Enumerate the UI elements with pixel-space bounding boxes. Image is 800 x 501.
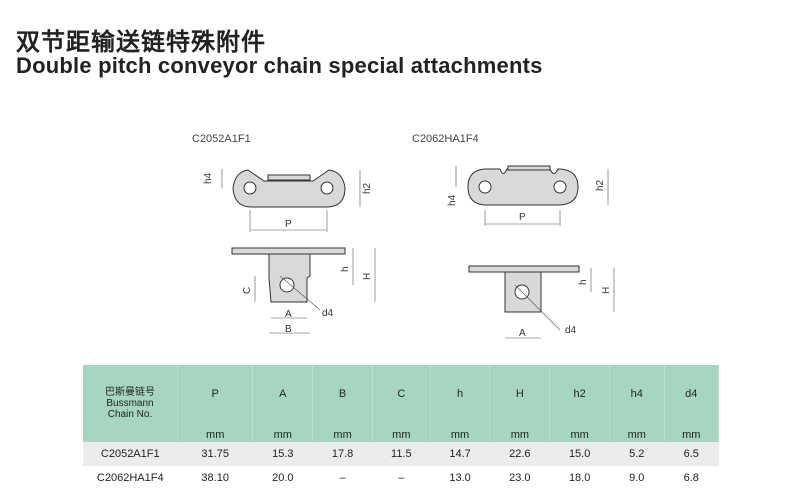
- dimension-lines: [221, 166, 615, 339]
- chain-no-header: 巴斯曼链号 Bussmann Chain No.: [83, 365, 178, 442]
- title-english: Double pitch conveyor chain special atta…: [16, 53, 543, 78]
- svg-text:h2: h2: [595, 179, 606, 191]
- cell: 14.7: [430, 442, 490, 466]
- cell: 31.75: [177, 442, 253, 466]
- svg-text:h4: h4: [447, 194, 458, 206]
- header-en1: Bussmann: [106, 398, 154, 409]
- svg-text:A: A: [519, 328, 526, 339]
- diagram-label-2: C2062HA1F4: [412, 133, 479, 145]
- unit: mm: [609, 423, 665, 442]
- cell: 11.5: [372, 442, 431, 466]
- svg-text:h: h: [340, 266, 351, 272]
- svg-text:h2: h2: [362, 182, 373, 194]
- cell: 17.8: [312, 442, 373, 466]
- svg-text:H: H: [601, 287, 612, 294]
- unit: mm: [252, 423, 314, 442]
- svg-text:h: h: [578, 279, 589, 285]
- cell: 9.0: [609, 466, 664, 490]
- col-header: h: [430, 365, 491, 423]
- col-header: h2: [549, 365, 611, 423]
- unit: mm: [372, 423, 431, 442]
- svg-text:B: B: [285, 324, 292, 335]
- svg-text:d4: d4: [322, 308, 334, 319]
- cell: 23.0: [489, 466, 550, 490]
- cell: 6.5: [664, 442, 719, 466]
- svg-text:H: H: [362, 273, 373, 280]
- svg-text:P: P: [519, 212, 526, 223]
- unit: mm: [549, 423, 611, 442]
- cell: 5.2: [609, 442, 664, 466]
- header-en2: Chain No.: [107, 409, 153, 420]
- drawing-c2052a1f1: [231, 169, 346, 303]
- svg-text:C: C: [242, 287, 253, 294]
- unit: mm: [312, 423, 373, 442]
- title-chinese: 双节距输送链特殊附件: [16, 28, 266, 56]
- col-header: B: [312, 365, 373, 423]
- specifications-table: 巴斯曼链号 Bussmann Chain No. P A B C h H h2 …: [83, 365, 719, 490]
- attachment-drawings: h4 h2 P h H C A B d4 h4 h2 P h H A d4: [203, 165, 615, 339]
- cell: –: [372, 466, 431, 490]
- cell: C2062HA1F4: [83, 466, 178, 490]
- cell: 38.10: [177, 466, 253, 490]
- cell: 15.0: [549, 442, 610, 466]
- svg-text:h4: h4: [203, 172, 214, 184]
- svg-text:d4: d4: [565, 325, 577, 336]
- svg-text:P: P: [285, 219, 292, 230]
- col-header: d4: [664, 365, 719, 423]
- cell: 6.8: [664, 466, 719, 490]
- col-header: A: [252, 365, 314, 423]
- unit: mm: [430, 423, 491, 442]
- unit: mm: [177, 423, 254, 442]
- unit: mm: [489, 423, 551, 442]
- col-header: C: [372, 365, 431, 423]
- unit: mm: [664, 423, 719, 442]
- dimension-labels: h4 h2 P h H C A B d4 h4 h2 P h H A d4: [203, 172, 612, 339]
- cell: –: [312, 466, 373, 490]
- diagram-label-1: C2052A1F1: [192, 133, 251, 145]
- cell: 18.0: [549, 466, 610, 490]
- drawing-c2062ha1f4: [467, 165, 580, 313]
- col-header: P: [177, 365, 254, 423]
- cell: 20.0: [252, 466, 313, 490]
- cell: C2052A1F1: [83, 442, 178, 466]
- header-cn: 巴斯曼链号: [105, 387, 155, 398]
- cell: 13.0: [430, 466, 490, 490]
- col-header: H: [489, 365, 551, 423]
- col-header: h4: [609, 365, 665, 423]
- cell: 15.3: [252, 442, 313, 466]
- svg-text:A: A: [285, 309, 292, 320]
- cell: 22.6: [489, 442, 550, 466]
